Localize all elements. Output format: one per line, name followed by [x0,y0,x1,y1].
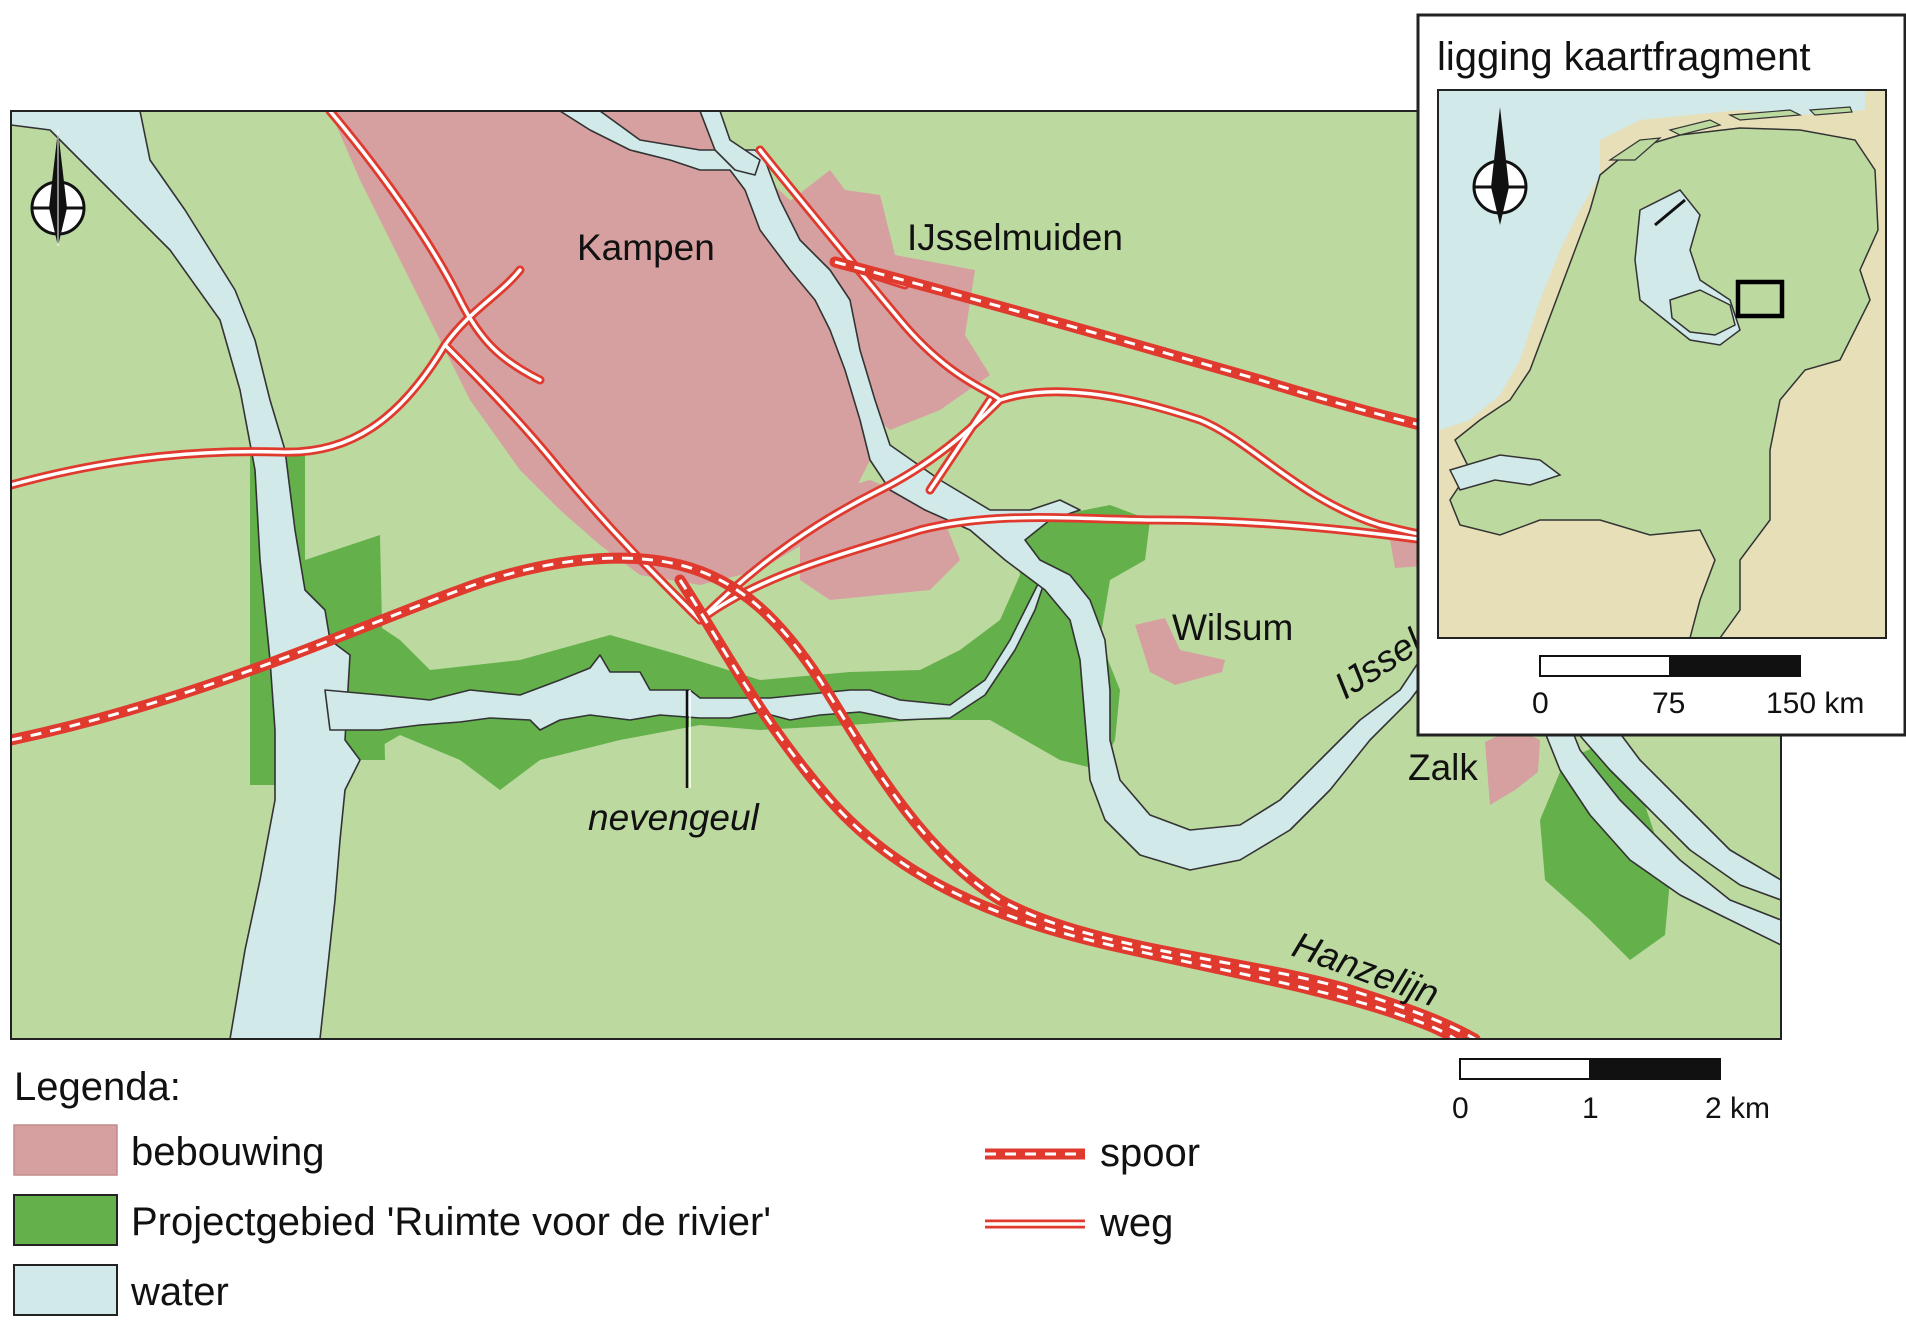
sea-area [1438,90,1865,430]
legend-label-projectgebied: Projectgebied 'Ruimte voor de rivier' [131,1200,771,1244]
north-inlet [699,111,761,176]
wadden-islands [1608,106,1853,161]
main-scale-bar: 0 1 2 km [1452,1058,1770,1125]
netherlands-land [1449,127,1879,638]
legend-label-spoor: spoor [1100,1131,1200,1175]
wilsum-built-area [1135,618,1225,685]
inset-title: ligging kaartfragment [1437,35,1811,79]
afsluitdijk-line [1654,198,1686,227]
label-zalk: Zalk [1408,747,1478,788]
main-scale-tick-1: 1 [1582,1092,1599,1125]
zalk-built-area [1485,728,1540,805]
legend-swatch-bebouwing [13,1124,118,1176]
inset-scale-tick-0: 0 [1532,687,1549,720]
label-nevengeul: nevengeul [588,797,761,838]
ketelmeer-channel-west [11,111,361,1039]
inset-scale-bar: 0 75 150 km [1532,655,1864,720]
legend-swatch-water [13,1264,118,1316]
inset-scale-tick-1: 75 [1652,687,1685,720]
delta-water [1448,454,1562,491]
label-kampen: Kampen [577,227,715,268]
legend-title: Legenda: [14,1065,181,1109]
project-area-east [1540,745,1670,960]
legend-label-water: water [130,1270,229,1314]
main-scale-tick-0: 0 [1452,1092,1469,1125]
kampen-built-area [330,111,870,585]
legend: Legenda: bebouwing Projectgebied 'Ruimte… [13,1065,1200,1316]
legend-swatch-projectgebied [13,1194,118,1246]
label-ijsselmuiden: IJsselmuiden [907,217,1123,258]
main-scale-tick-2: 2 km [1705,1092,1770,1125]
legend-label-weg: weg [1099,1201,1173,1245]
ijssel-river [559,111,1781,946]
north-arrow-icon [1472,107,1528,225]
north-arrow-icon [30,130,86,246]
legend-label-bebouwing: bebouwing [131,1130,325,1174]
inset-scale-tick-2: 150 km [1766,687,1864,720]
flevoland-land [1669,289,1736,336]
inset-map: ligging kaartfragment 0 75 150 km [1416,13,1906,737]
label-wilsum: Wilsum [1172,607,1293,648]
location-box-icon [1735,279,1785,319]
railway-hanzelijn [674,574,1461,1039]
railways [11,256,1481,1039]
